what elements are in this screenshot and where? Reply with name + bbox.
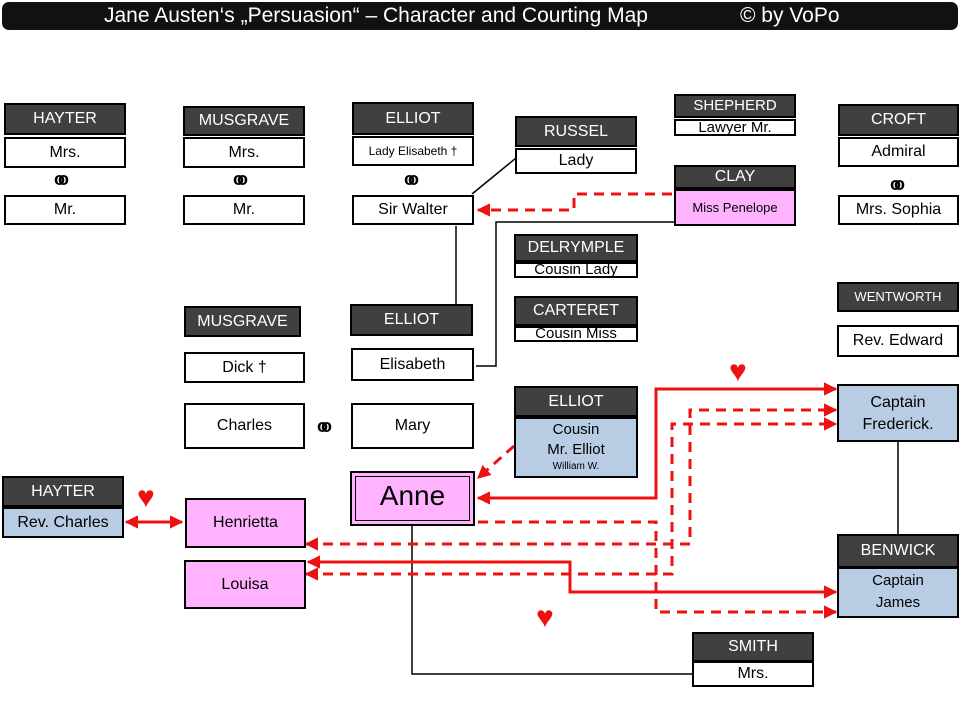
elliot-marriage-rings-icon: oo xyxy=(404,169,419,189)
mr-elliot-line3: William W. xyxy=(552,461,600,472)
carteret-header: CARTERET xyxy=(514,296,638,326)
arrow-louisa-benwick xyxy=(306,555,838,599)
credit-text: © by VoPo xyxy=(740,4,840,27)
musgrave-mr-box: Mr. xyxy=(183,195,305,225)
charles-mary-marriage-rings-icon: oo xyxy=(317,416,332,436)
musgrave-top-header: MUSGRAVE xyxy=(183,106,305,136)
mrs-sophia-box: Mrs. Sophia xyxy=(838,195,959,225)
musgrave-young-header: MUSGRAVE xyxy=(184,306,301,337)
heart-icon-louisa-benwick: ♥ xyxy=(536,601,554,634)
page-title: Jane Austen‘s „Persuasion“ – Character a… xyxy=(104,4,648,27)
line-anne-smith xyxy=(411,526,692,675)
title-bar: Jane Austen‘s „Persuasion“ – Character a… xyxy=(2,2,958,30)
croft-header: CROFT xyxy=(838,104,959,136)
captain-james-line2: James xyxy=(875,594,921,611)
clay-header: CLAY xyxy=(674,165,796,189)
russel-header: RUSSEL xyxy=(515,116,637,147)
hayter-top-header: HAYTER xyxy=(4,103,126,135)
mrs-smith-box: Mrs. xyxy=(692,661,814,687)
elliot-cousin-header: ELLIOT xyxy=(514,386,638,417)
line-clay-elisabeth xyxy=(476,221,674,367)
anne-box: Anne xyxy=(350,471,475,526)
line-russel-walter xyxy=(471,157,517,195)
arrow-elliot-anne xyxy=(476,444,515,480)
croft-marriage-rings-icon: oo xyxy=(890,174,905,194)
rev-edward-box: Rev. Edward xyxy=(837,325,959,357)
arrow-clay-walter xyxy=(476,192,672,217)
hayter-mrs-box: Mrs. xyxy=(4,137,126,168)
cousin-miss-box: Cousin Miss xyxy=(514,326,638,342)
captain-james-line1: Captain xyxy=(872,572,924,589)
louisa-box: Louisa xyxy=(184,560,306,609)
elliot-top-header: ELLIOT xyxy=(352,102,474,135)
musgrave-mrs-box: Mrs. xyxy=(183,137,305,168)
delrymple-header: DELRYMPLE xyxy=(514,234,638,262)
mr-elliot-box: Cousin Mr. Elliot William W. xyxy=(514,417,638,478)
lady-russel-box: Lady xyxy=(515,148,637,174)
arrow-louisa-frederick xyxy=(304,417,838,581)
admiral-croft-box: Admiral xyxy=(838,137,959,167)
dick-box: Dick † xyxy=(184,352,305,383)
sir-walter-box: Sir Walter xyxy=(352,195,474,225)
henrietta-box: Henrietta xyxy=(185,498,306,548)
elliot-daughters-header: ELLIOT xyxy=(350,304,473,336)
benwick-header: BENWICK xyxy=(837,534,959,568)
rev-charles-box: Rev. Charles xyxy=(2,507,124,538)
lawyer-shepherd-box: Lawyer Mr. xyxy=(674,119,796,136)
cousin-lady-box: Cousin Lady xyxy=(514,262,638,278)
captain-frederick-box: Captain Frederick. xyxy=(837,384,959,442)
hayter-mr-box: Mr. xyxy=(4,195,126,225)
elisabeth-box: Elisabeth xyxy=(351,348,474,381)
wentworth-header: WENTWORTH xyxy=(837,282,959,312)
mr-elliot-line1: Cousin xyxy=(552,421,600,438)
captain-frederick-label: Captain Frederick. xyxy=(862,394,934,433)
miss-penelope-box: Miss Penelope xyxy=(674,189,796,226)
charles-box: Charles xyxy=(184,403,305,449)
shepherd-header: SHEPHERD xyxy=(674,94,796,118)
smith-header: SMITH xyxy=(692,632,814,662)
captain-james-box: Captain James xyxy=(837,567,959,618)
musgrave-marriage-rings-icon: oo xyxy=(233,169,248,189)
heart-icon-frederick-anne: ♥ xyxy=(729,355,747,388)
arrow-anne-benwick xyxy=(478,520,838,619)
mary-box: Mary xyxy=(351,403,474,449)
hayter-marriage-rings-icon: oo xyxy=(54,169,69,189)
mr-elliot-line2: Mr. Elliot xyxy=(547,441,605,458)
hayter-rev-header: HAYTER xyxy=(2,476,124,507)
heart-icon-charles-henrietta: ♥ xyxy=(137,481,155,514)
lady-elisabeth-box: Lady Elisabeth † xyxy=(352,136,474,166)
